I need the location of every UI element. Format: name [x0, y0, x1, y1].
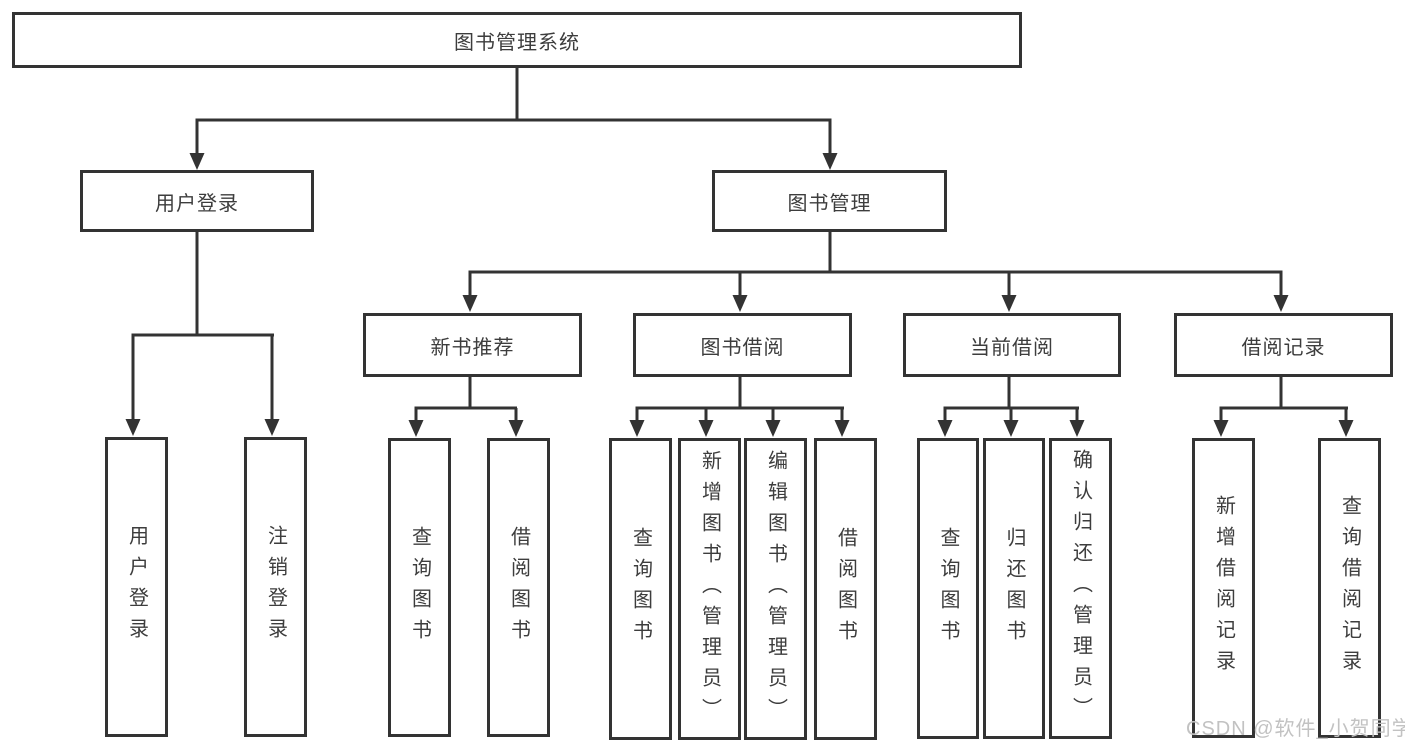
leaf-logout: 注销登录	[244, 437, 307, 737]
connector-current-borrow	[943, 377, 1079, 422]
leaf-borrow-books-label: 借阅图书	[834, 527, 857, 651]
node-book-borrow: 图书借阅	[633, 313, 852, 377]
leaf-query-books-current: 查询图书	[917, 438, 979, 739]
leaf-user-login: 用户登录	[105, 437, 168, 737]
node-root: 图书管理系统	[12, 12, 1022, 68]
connector-new-book-recommend	[414, 377, 518, 422]
node-user-login-label: 用户登录	[155, 192, 239, 215]
leaf-add-books-admin: 新增图书（管理员）	[678, 438, 741, 740]
node-book-management-label: 图书管理	[787, 192, 872, 215]
leaf-add-borrow-record-label: 新增借阅记录	[1212, 495, 1235, 681]
node-user-login: 用户登录	[80, 170, 314, 232]
leaf-query-books-borrow: 查询图书	[609, 438, 672, 740]
leaf-query-books-recommend-label: 查询图书	[408, 525, 431, 650]
node-new-book-recommend-label: 新书推荐	[430, 336, 515, 359]
leaf-borrow-books-recommend-label: 借阅图书	[507, 525, 530, 650]
leaf-confirm-return-admin: 确认归还（管理员）	[1049, 438, 1112, 739]
node-book-borrow-label: 图书借阅	[700, 336, 785, 359]
node-borrow-records-label: 借阅记录	[1241, 336, 1326, 359]
watermark: CSDN @软件_小贺同学	[1186, 718, 1405, 740]
leaf-edit-books-admin: 编辑图书（管理员）	[744, 438, 807, 740]
leaf-return-books-label: 归还图书	[1003, 526, 1025, 651]
leaf-logout-label: 注销登录	[264, 525, 287, 649]
leaf-query-borrow-record: 查询借阅记录	[1318, 438, 1381, 738]
leaf-user-login-label: 用户登录	[125, 525, 148, 649]
leaf-query-books-recommend: 查询图书	[388, 438, 451, 737]
leaf-add-borrow-record: 新增借阅记录	[1192, 438, 1255, 738]
node-current-borrow-label: 当前借阅	[970, 336, 1054, 359]
connector-user-login	[131, 232, 274, 422]
leaf-return-books: 归还图书	[983, 438, 1045, 739]
leaf-query-borrow-record-label: 查询借阅记录	[1338, 495, 1361, 681]
leaf-query-books-borrow-label: 查询图书	[629, 527, 652, 651]
node-borrow-records: 借阅记录	[1174, 313, 1393, 377]
arrowheads	[125, 153, 1354, 437]
node-book-management: 图书管理	[712, 170, 947, 232]
leaf-borrow-books-recommend: 借阅图书	[487, 438, 550, 737]
node-current-borrow: 当前借阅	[903, 313, 1121, 377]
connector-book-management	[468, 232, 1283, 297]
leaf-query-books-current-label: 查询图书	[937, 526, 959, 651]
connector-root	[195, 68, 832, 156]
leaf-edit-books-admin-label: 编辑图书（管理员）	[764, 449, 787, 729]
leaf-borrow-books: 借阅图书	[814, 438, 877, 740]
node-root-label: 图书管理系统	[454, 31, 580, 54]
leaf-confirm-return-admin-label: 确认归还（管理员）	[1069, 449, 1092, 728]
connector-book-borrow	[635, 377, 844, 422]
node-new-book-recommend: 新书推荐	[363, 313, 582, 377]
connector-borrow-records	[1219, 377, 1348, 422]
leaf-add-books-admin-label: 新增图书（管理员）	[698, 449, 721, 729]
